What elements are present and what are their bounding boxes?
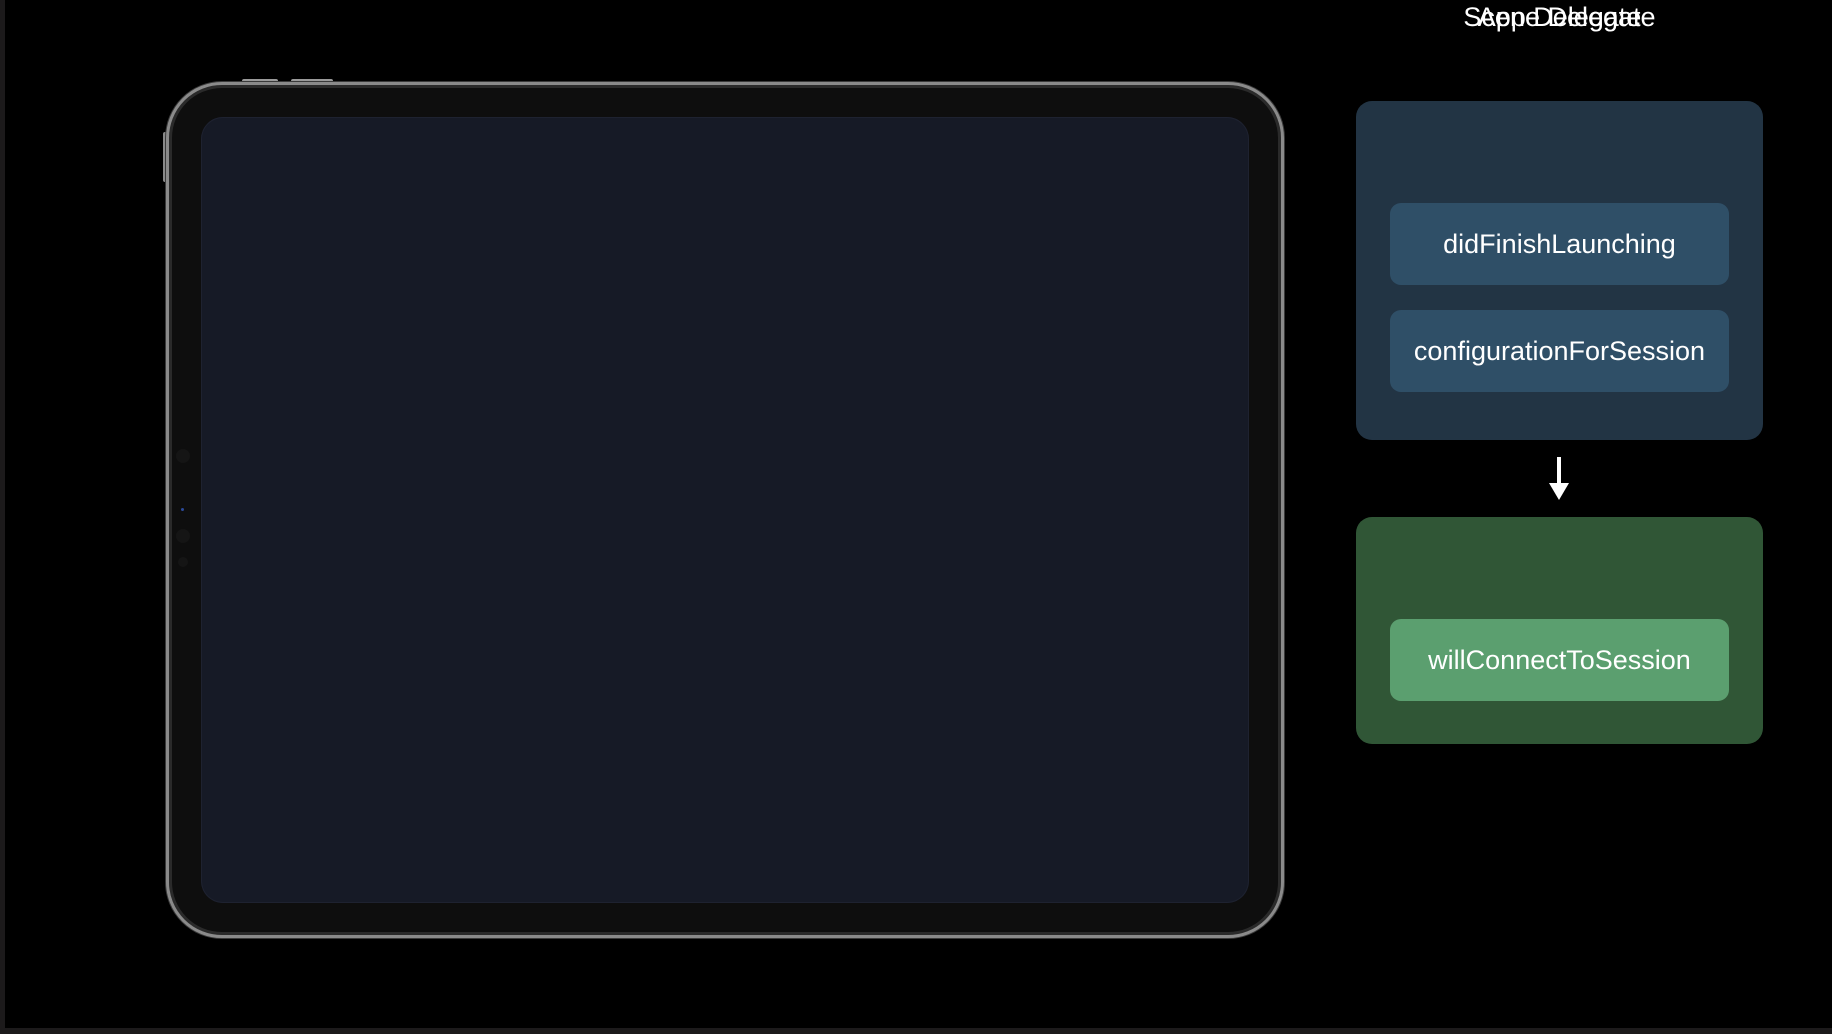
ipad-screen xyxy=(201,117,1249,903)
bottom-border xyxy=(0,1028,1832,1034)
ipad-sensor-dot xyxy=(176,449,190,463)
app-delegate-title: App Delegate xyxy=(1477,2,1642,32)
arrow-down-icon xyxy=(1549,457,1569,500)
method-did-finish-launching: didFinishLaunching xyxy=(1390,203,1729,285)
scene-delegate-title: Scene Delegate xyxy=(1463,2,1656,32)
ipad-sensor-dot xyxy=(178,557,188,567)
ipad-camera-indicator xyxy=(181,508,184,511)
ipad-top-button xyxy=(291,79,333,83)
ipad-side-button xyxy=(163,132,167,182)
ipad-top-button xyxy=(242,79,278,83)
method-will-connect-to-session: willConnectToSession xyxy=(1390,619,1729,701)
method-configuration-for-session: configurationForSession xyxy=(1390,310,1729,392)
ipad-sensor-dot xyxy=(176,529,190,543)
left-border xyxy=(0,0,5,1034)
